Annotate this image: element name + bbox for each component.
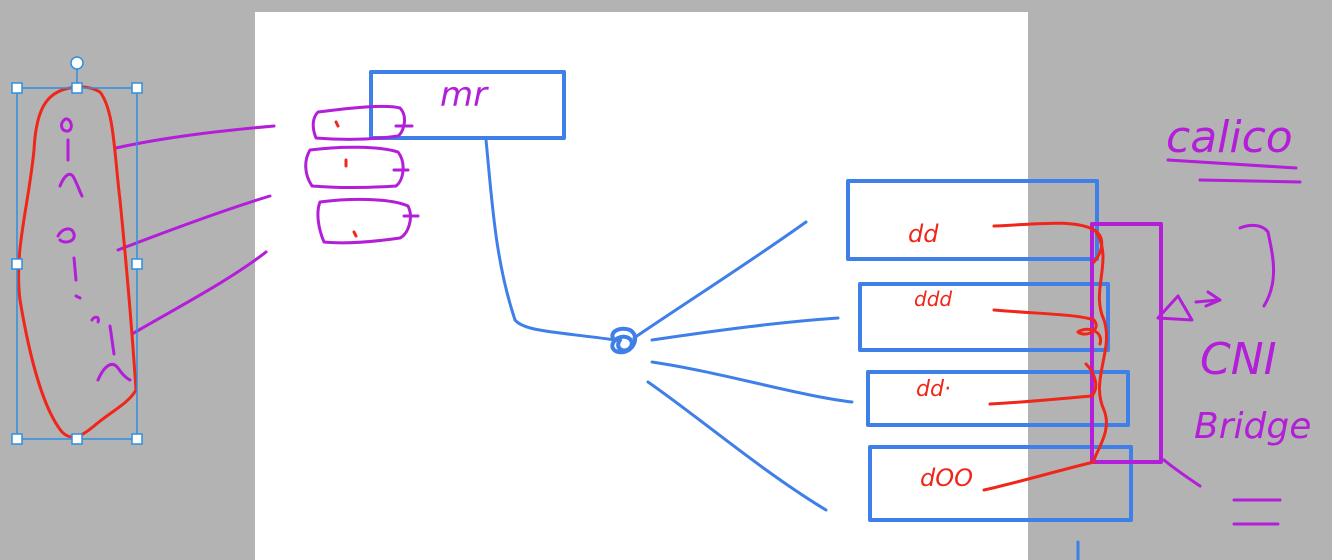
resize-handle-bottom-left-icon[interactable] <box>11 433 23 445</box>
fanout-line-2 <box>650 316 840 342</box>
container-scribble-1 <box>58 117 84 198</box>
bridge-label: Bridge <box>1194 406 1311 447</box>
container-group-outline[interactable] <box>17 85 138 439</box>
selection-box[interactable] <box>11 56 143 445</box>
link-line-3 <box>130 250 268 336</box>
worker-label-3: dd· <box>916 377 951 402</box>
calico-underline-2 <box>1198 178 1302 184</box>
pod-dot-1 <box>334 120 340 128</box>
resize-handle-top-right-icon[interactable] <box>131 82 143 94</box>
container-scribble-2 <box>56 227 82 300</box>
resize-handle-top-icon[interactable] <box>71 82 83 94</box>
bridge-brace-hook <box>1162 458 1202 488</box>
fanout-line-3 <box>650 360 854 404</box>
container-scribble-3 <box>90 315 132 382</box>
cni-label: CNI <box>1200 334 1277 385</box>
worker-box-2[interactable] <box>858 282 1110 352</box>
calico-underline-1 <box>1166 158 1298 170</box>
bridge-arrow-icon <box>1156 290 1222 322</box>
worker-label-2: ddd <box>914 287 952 311</box>
resize-handle-bottom-right-icon[interactable] <box>131 433 143 445</box>
pod-shape-2[interactable] <box>304 145 405 189</box>
network-hub-scribble[interactable] <box>610 326 638 355</box>
veth-link-4 <box>982 460 1096 492</box>
bridge-inner-wave <box>1092 230 1109 462</box>
master-label: mr <box>440 75 489 115</box>
fanout-line-1 <box>632 220 808 340</box>
resize-handle-bottom-icon[interactable] <box>71 433 83 445</box>
pod-dot-3 <box>352 230 358 238</box>
bridge-brace-top <box>1238 223 1276 308</box>
link-line-2 <box>116 194 272 252</box>
link-line-1 <box>114 124 276 150</box>
master-to-hub-line <box>484 138 617 342</box>
veth-link-2 <box>992 308 1103 346</box>
calico-label: calico <box>1166 112 1293 163</box>
worker-label-1: dd <box>908 220 939 248</box>
veth-link-3 <box>988 362 1098 406</box>
veth-link-1 <box>992 221 1104 264</box>
worker-box-3[interactable] <box>866 370 1130 427</box>
worker-label-4: dOO <box>920 464 973 492</box>
rotation-handle-icon[interactable] <box>70 56 84 70</box>
resize-handle-right-icon[interactable] <box>131 258 143 270</box>
equals-mark-icon <box>1232 498 1282 526</box>
pod-shape-3[interactable] <box>316 197 412 245</box>
resize-handle-top-left-icon[interactable] <box>11 82 23 94</box>
master-box[interactable] <box>369 70 566 140</box>
worker-box-4[interactable] <box>868 445 1133 522</box>
resize-handle-left-icon[interactable] <box>11 258 23 270</box>
worker-box-1[interactable] <box>846 179 1099 261</box>
cni-bridge-bar[interactable] <box>1090 222 1163 464</box>
pod-shape-1[interactable] <box>311 104 406 141</box>
fanout-line-4 <box>646 380 828 512</box>
